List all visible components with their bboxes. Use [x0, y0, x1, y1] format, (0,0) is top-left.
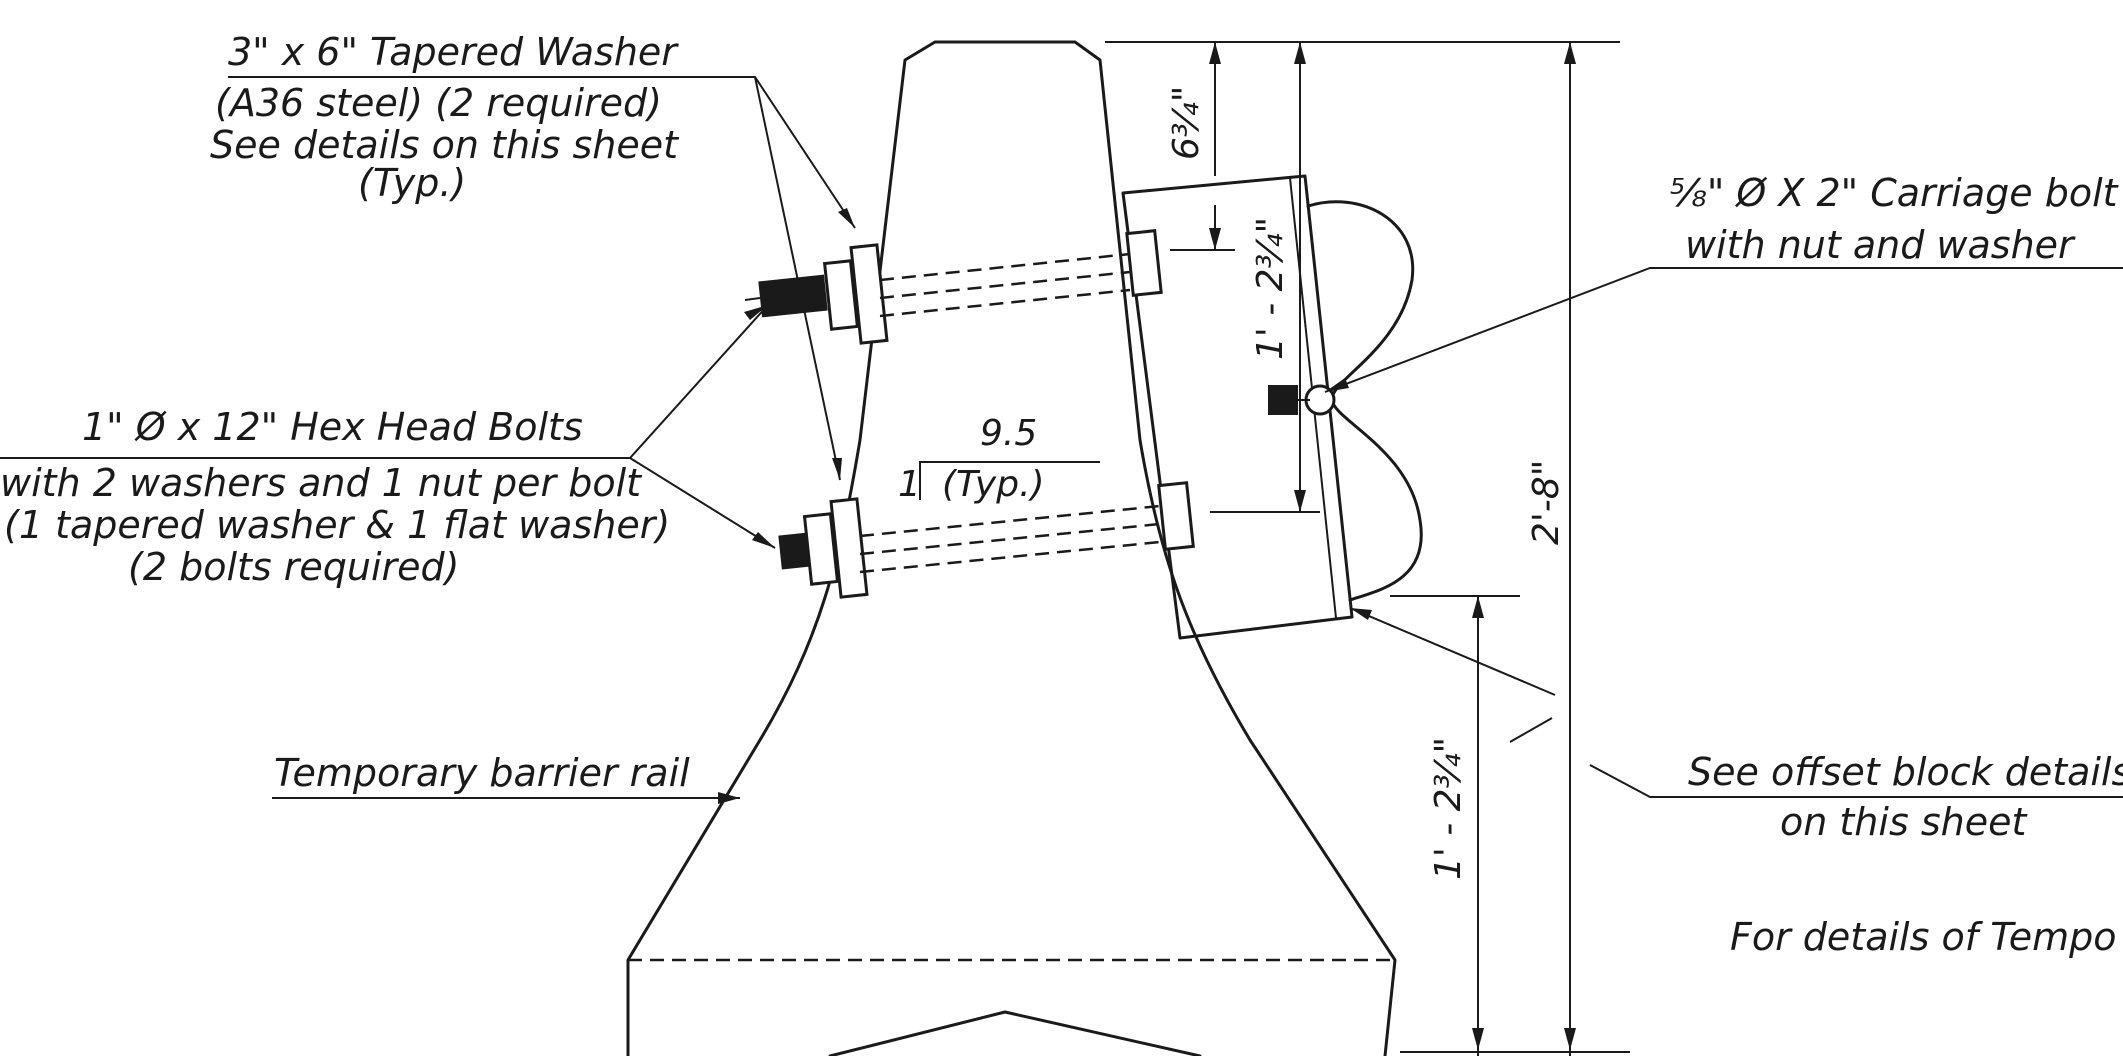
washer-line-3: (Typ.) — [358, 161, 466, 205]
lower-hex-bolt — [778, 481, 1195, 599]
upper-bolt-head — [1125, 229, 1163, 297]
washer-line-2: See details on this sheet — [210, 123, 680, 167]
lower-bolt-thread — [778, 532, 812, 570]
hexbolt-line-3: (2 bolts required) — [128, 545, 460, 589]
upper-tapered-washer — [849, 243, 889, 345]
carriage-bolt-thread — [1268, 385, 1298, 415]
washer-line-1: (A36 steel) (2 required) — [215, 81, 662, 125]
upper-bolt-thread — [758, 274, 828, 318]
carriage-line-1: with nut and washer — [1685, 223, 2076, 267]
leader-lines — [0, 76, 2123, 799]
slope-rise: 1 — [898, 464, 921, 505]
arrowheads — [718, 208, 1372, 804]
dim-1-2-3-4-lower: 1' - 2¾" — [1428, 737, 1469, 880]
for-details-label: For details of Tempo — [1730, 915, 2116, 959]
upper-hex-bolt — [744, 229, 1163, 345]
dim-2-8: 2'-8" — [1526, 460, 1567, 545]
lower-tapered-washer — [829, 497, 869, 599]
lower-bolt-head — [1157, 481, 1195, 551]
dim-1-2-3-4-upper: 1' - 2¾" — [1250, 217, 1291, 360]
dimension-lines — [919, 41, 1630, 1056]
upper-bolt-nut — [822, 259, 860, 331]
barrier-rail-label: Temporary barrier rail — [274, 751, 690, 795]
carriage-title: ⅝" Ø X 2" Carriage bolt — [1670, 171, 2120, 215]
lower-bolt-nut — [802, 512, 840, 586]
hexbolt-title: 1" Ø x 12" Hex Head Bolts — [82, 405, 583, 449]
slope-value: 9.5 — [980, 413, 1037, 454]
hexbolt-line-1: with 2 washers and 1 nut per bolt — [0, 461, 643, 505]
washer-title: 3" x 6" Tapered Washer — [228, 30, 679, 74]
barrier-base-notch — [828, 1010, 1202, 1056]
barrier-rail-outline — [626, 40, 1397, 1056]
hexbolt-line-2: (1 tapered washer & 1 flat washer) — [4, 503, 670, 547]
offset-line-1: on this sheet — [1780, 800, 2028, 844]
offset-title: See offset block details — [1688, 750, 2123, 794]
dim-6-3-4: 6¾" — [1166, 86, 1207, 160]
slope-typ: (Typ.) — [942, 464, 1045, 505]
